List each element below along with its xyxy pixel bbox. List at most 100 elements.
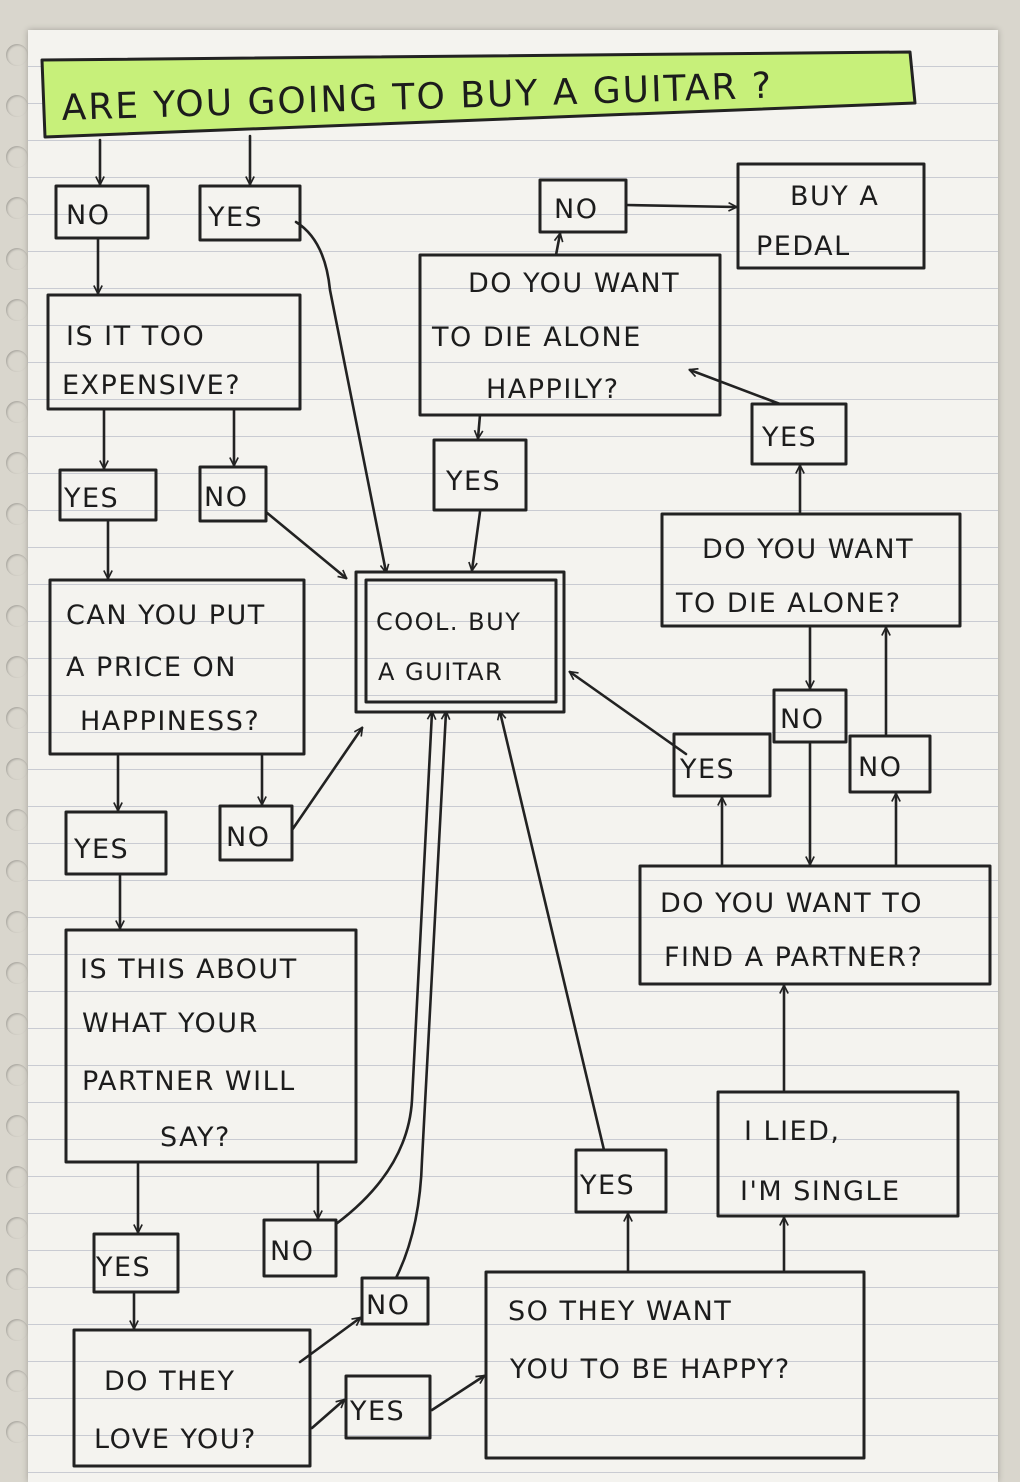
- binder-hole: [6, 605, 28, 627]
- node-love-you: DO THEY LOVE YOU?: [72, 1328, 312, 1468]
- node-die-alone-happily-line-3: HAPPILY?: [486, 374, 620, 405]
- node-yes-9: YES: [432, 438, 528, 512]
- binder-hole: [6, 248, 28, 270]
- node-buy-pedal-line-1: BUY A: [790, 181, 879, 212]
- node-want-happy: SO THEY WANT YOU TO BE HAPPY?: [484, 1270, 866, 1460]
- node-yes-5-label: YES: [349, 1396, 405, 1427]
- title-node: ARE YOU GOING TO BUY A GUITAR ?: [40, 50, 917, 139]
- node-lied-single-line-2: I'M SINGLE: [740, 1176, 901, 1207]
- node-no-1: NO: [54, 184, 150, 240]
- node-no-4: NO: [262, 1218, 338, 1278]
- node-die-alone-line-2: TO DIE ALONE?: [675, 588, 902, 619]
- binder-hole: [6, 860, 28, 882]
- binder-hole: [6, 911, 28, 933]
- node-no-5: NO: [360, 1276, 430, 1326]
- node-price-happiness-line-1: CAN YOU PUT: [66, 600, 266, 631]
- binder-hole: [6, 554, 28, 576]
- node-yes-8: YES: [750, 402, 848, 466]
- binder-hole: [6, 1013, 28, 1035]
- node-no-6-label: NO: [780, 704, 824, 735]
- node-die-alone-line-1: DO YOU WANT: [702, 534, 914, 565]
- binder-hole: [6, 350, 28, 372]
- binder-hole: [6, 1064, 28, 1086]
- node-die-alone: DO YOU WANT TO DIE ALONE?: [660, 512, 962, 628]
- binder-hole: [6, 299, 28, 321]
- binder-hole: [6, 503, 28, 525]
- node-too-expensive-line-1: IS IT TOO: [66, 321, 205, 352]
- binder-hole: [6, 1115, 28, 1137]
- node-yes-6-label: YES: [579, 1170, 635, 1201]
- binder-hole: [6, 1319, 28, 1341]
- node-yes-9-label: YES: [445, 466, 501, 497]
- node-no-1-label: NO: [66, 200, 110, 231]
- lined-paper: [28, 30, 998, 1482]
- binder-hole: [6, 656, 28, 678]
- node-buy-pedal-line-2: PEDAL: [756, 231, 851, 262]
- node-yes-2: YES: [58, 468, 158, 522]
- binder-hole: [6, 1166, 28, 1188]
- node-partner-say-line-4: SAY?: [160, 1122, 231, 1153]
- node-yes-4: YES: [92, 1232, 180, 1294]
- node-too-expensive: IS IT TOO EXPENSIVE?: [46, 293, 302, 411]
- binder-holes: [0, 0, 40, 1482]
- node-die-alone-happily-line-2: TO DIE ALONE: [431, 322, 642, 353]
- node-partner-say-line-1: IS THIS ABOUT: [80, 954, 298, 985]
- node-find-partner-line-1: DO YOU WANT TO: [660, 888, 923, 919]
- binder-hole: [6, 197, 28, 219]
- node-yes-6: YES: [574, 1148, 668, 1214]
- node-want-happy-line-2: YOU TO BE HAPPY?: [509, 1354, 791, 1385]
- binder-hole: [6, 401, 28, 423]
- node-yes-3-label: YES: [73, 834, 129, 865]
- node-price-happiness-line-2: A PRICE ON: [66, 652, 237, 683]
- node-no-2-label: NO: [204, 482, 248, 513]
- node-love-you-line-1: DO THEY: [104, 1366, 235, 1397]
- node-yes-3: YES: [64, 810, 168, 876]
- node-no-3-label: NO: [226, 822, 270, 853]
- node-yes-2-label: YES: [63, 483, 119, 514]
- node-no-6: NO: [772, 688, 848, 744]
- node-yes-7: YES: [672, 732, 772, 798]
- node-love-you-line-2: LOVE YOU?: [94, 1424, 257, 1455]
- binder-hole: [6, 452, 28, 474]
- node-lied-single-line-1: I LIED,: [744, 1116, 840, 1147]
- node-yes-1-label: YES: [207, 202, 263, 233]
- connector-arrows: [98, 134, 896, 1430]
- binder-hole: [6, 809, 28, 831]
- node-yes-1: YES: [198, 184, 302, 242]
- node-no-7: NO: [848, 734, 932, 794]
- node-die-alone-happily: DO YOU WANT TO DIE ALONE HAPPILY?: [418, 253, 722, 417]
- binder-hole: [6, 146, 28, 168]
- node-yes-7-label: YES: [679, 754, 735, 785]
- binder-hole: [6, 1268, 28, 1290]
- node-no-3: NO: [218, 804, 294, 862]
- node-want-happy-line-1: SO THEY WANT: [508, 1296, 732, 1327]
- node-find-partner-line-2: FIND A PARTNER?: [664, 942, 923, 973]
- node-yes-8-label: YES: [761, 422, 817, 453]
- node-yes-5: YES: [344, 1374, 432, 1440]
- title-highlight: [40, 50, 917, 139]
- node-no-7-label: NO: [858, 752, 902, 783]
- node-yes-4-label: YES: [95, 1252, 151, 1283]
- binder-hole: [6, 95, 28, 117]
- node-lied-single: I LIED, I'M SINGLE: [716, 1090, 960, 1218]
- node-no-2: NO: [198, 465, 268, 523]
- node-die-alone-happily-line-1: DO YOU WANT: [468, 268, 680, 299]
- binder-hole: [6, 44, 28, 66]
- node-find-partner: DO YOU WANT TO FIND A PARTNER?: [638, 864, 992, 986]
- binder-hole: [6, 1421, 28, 1443]
- node-partner-say-line-3: PARTNER WILL: [82, 1066, 296, 1097]
- node-no-4-label: NO: [270, 1236, 314, 1267]
- node-price-happiness-line-3: HAPPINESS?: [80, 706, 260, 737]
- binder-hole: [6, 962, 28, 984]
- node-buy-guitar: COOL. BUY A GUITAR: [354, 570, 566, 714]
- binder-hole: [6, 758, 28, 780]
- node-partner-say: IS THIS ABOUT WHAT YOUR PARTNER WILL SAY…: [64, 928, 358, 1164]
- node-no-5-label: NO: [366, 1290, 410, 1321]
- node-no-8-label: NO: [554, 194, 598, 225]
- node-too-expensive-line-2: EXPENSIVE?: [62, 370, 241, 401]
- node-no-8: NO: [538, 178, 628, 234]
- node-buy-pedal: BUY A PEDAL: [736, 162, 926, 270]
- binder-hole: [6, 707, 28, 729]
- node-buy-guitar-line-1: COOL. BUY: [376, 608, 521, 636]
